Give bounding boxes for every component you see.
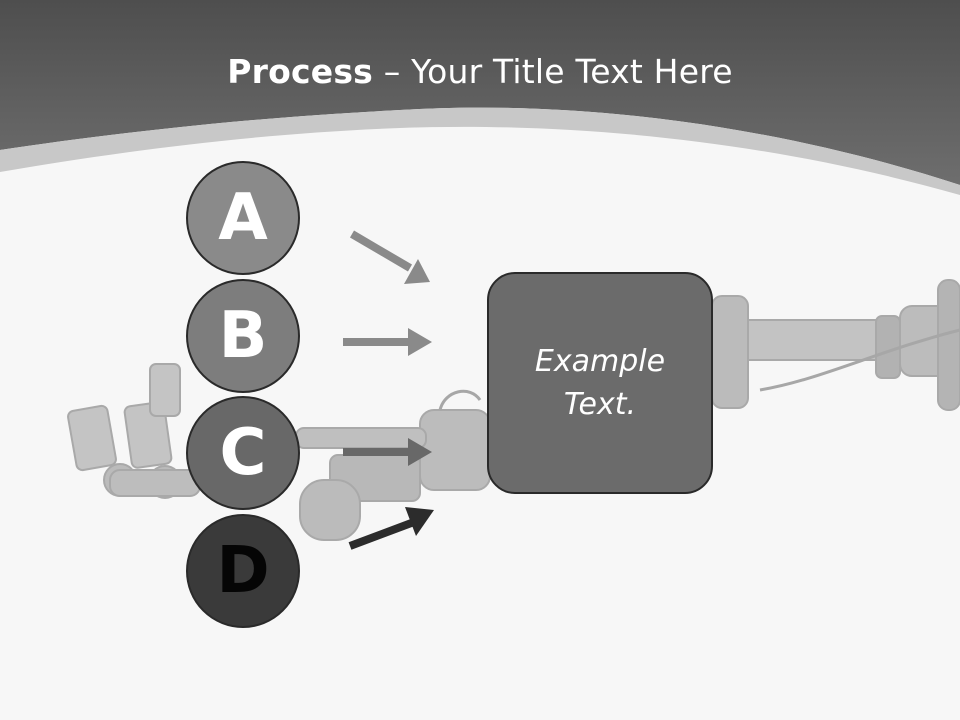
example-text: Example Text.: [534, 343, 666, 423]
example-text-box: Example Text.: [487, 272, 713, 494]
step-circle-c: C: [186, 396, 300, 510]
title-rest: – Your Title Text Here: [373, 52, 733, 91]
arrow-a: [349, 230, 430, 284]
robot-hand-image: [67, 279, 960, 541]
slide-title: Process – Your Title Text Here: [0, 52, 960, 91]
arrow-d: [348, 507, 434, 550]
step-circle-d: D: [186, 514, 300, 628]
step-circle-b: B: [186, 279, 300, 393]
arrow-b: [343, 328, 432, 356]
header-curve-stripe: [0, 107, 960, 195]
step-circle-a: A: [186, 161, 300, 275]
title-bold: Process: [227, 52, 374, 91]
header-band: [0, 0, 960, 185]
arrow-c: [343, 438, 432, 466]
